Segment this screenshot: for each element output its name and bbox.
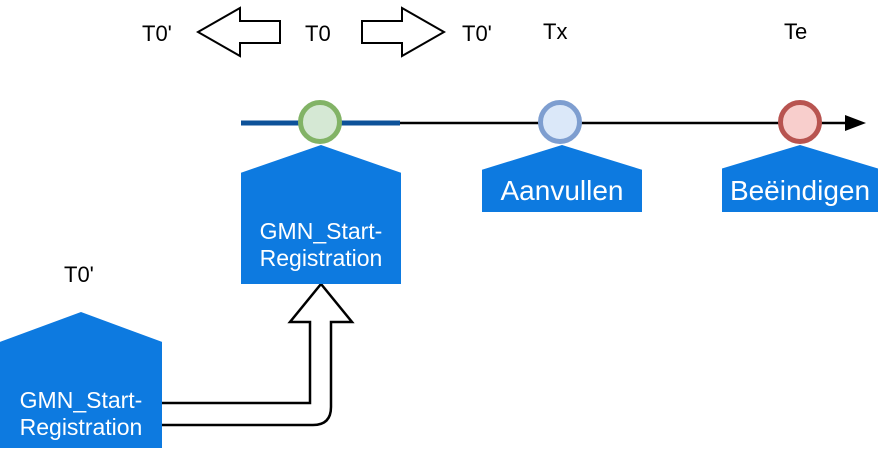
label-tx: Tx [543, 19, 568, 44]
shape-gmn-start-registration-bottom: GMN_Start- Registration [0, 312, 162, 448]
left-block-arrow-icon [196, 6, 281, 58]
milestone-beeindigen-circle [778, 100, 822, 144]
label-te: Te [784, 19, 808, 44]
shape-beeindigen: Beëindigen [722, 145, 878, 212]
label-t0-prime-right: T0' [462, 21, 492, 46]
shape-gmn-start-registration-bottom-label: GMN_Start- Registration [19, 387, 143, 440]
right-block-arrow-icon [361, 6, 446, 58]
milestone-aanvullen-circle [538, 100, 582, 144]
shape-aanvullen: Aanvullen [482, 145, 642, 212]
shape-gmn-start-registration-top-label: GMN_Start- Registration [259, 218, 383, 271]
bent-up-arrow-icon [150, 282, 355, 427]
shape-gmn-start-registration-top: GMN_Start- Registration [241, 145, 401, 284]
shape-beeindigen-label: Beëindigen [729, 175, 871, 206]
label-t0-prime-left: T0' [142, 21, 172, 46]
label-t0-prime-bottom: T0' [64, 262, 94, 287]
shape-aanvullen-label: Aanvullen [500, 175, 624, 206]
milestone-start-circle [298, 100, 342, 144]
label-t0: T0 [305, 21, 331, 46]
